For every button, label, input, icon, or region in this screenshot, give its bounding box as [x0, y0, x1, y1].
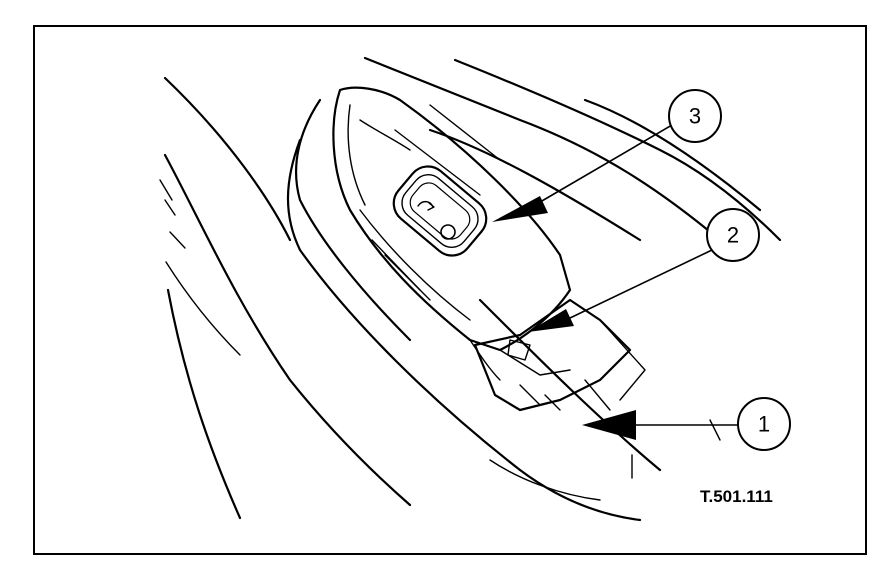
- callout-1: 1: [582, 397, 791, 451]
- callout-3: 3: [492, 89, 722, 222]
- figure-frame: [33, 25, 867, 555]
- callout-2-label: 2: [727, 223, 739, 248]
- switch-housing: [332, 86, 646, 412]
- callout-2: 2: [528, 208, 760, 332]
- door-panel-outline: [159, 56, 782, 522]
- window-switch-button: [392, 165, 488, 257]
- switch-knob-icon: [440, 224, 456, 240]
- callout-1-label: 1: [758, 412, 770, 437]
- figure-reference-code: T.501.111: [700, 487, 773, 506]
- callout-3-label: 3: [689, 104, 701, 129]
